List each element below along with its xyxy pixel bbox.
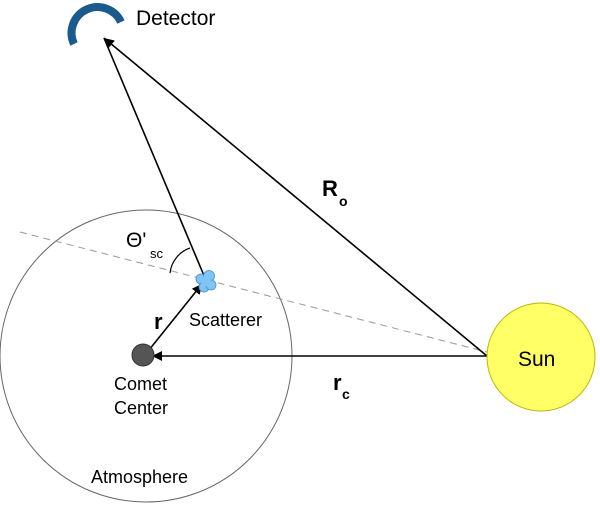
scattering-angle-arc bbox=[169, 247, 191, 274]
sun-label: Sun bbox=[518, 348, 555, 371]
comet-center-label-line1: Comet bbox=[114, 374, 167, 394]
detector-label: Detector bbox=[136, 7, 215, 30]
comet-scatterer-vector bbox=[148, 283, 203, 351]
sun-detector-vector bbox=[103, 37, 488, 357]
comet-center-label-line2: Center bbox=[114, 398, 168, 418]
ro-subscript: o bbox=[339, 193, 348, 209]
rc-label: r bbox=[333, 370, 342, 395]
detector-arc-icon bbox=[67, 3, 125, 46]
scattering-direction-dashed-line bbox=[19, 231, 488, 353]
theta-subscript: sc bbox=[150, 246, 164, 261]
theta-label: Θ' bbox=[126, 229, 146, 252]
rc-subscript: c bbox=[342, 386, 350, 402]
scatterer-label: Scatterer bbox=[189, 310, 262, 330]
comet-nucleus-icon bbox=[131, 343, 155, 367]
atmosphere-label: Atmosphere bbox=[91, 467, 188, 487]
ro-label: R bbox=[322, 176, 338, 201]
scatterer-detector-line bbox=[103, 37, 206, 279]
scatterer-blob-icon bbox=[195, 270, 217, 293]
r-label: r bbox=[154, 309, 163, 334]
sun-circle bbox=[486, 302, 596, 412]
